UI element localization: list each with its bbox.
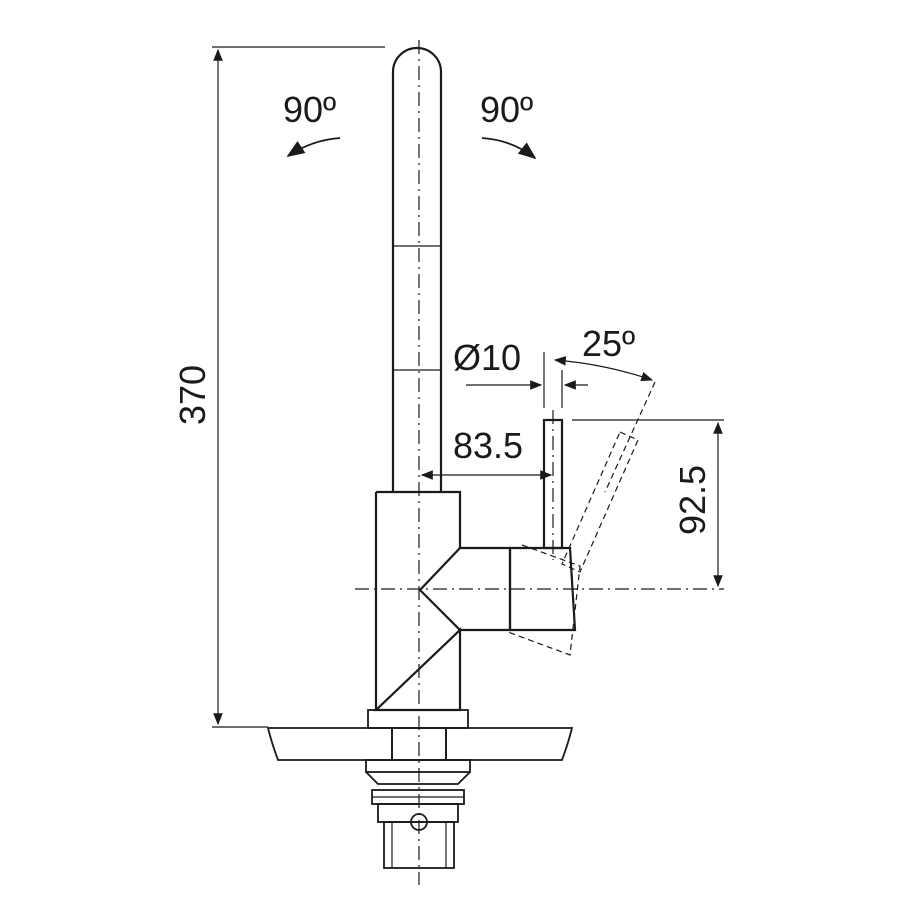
height-dimension: 370 (172, 46, 385, 728)
angle-label: 25º (582, 323, 635, 364)
lever-base (507, 544, 581, 656)
countertop (266, 727, 574, 761)
faucet-body (373, 490, 462, 712)
diameter-label: Ø10 (453, 337, 521, 378)
offset-label: 83.5 (453, 425, 523, 466)
offset-dimension: 83.5 (420, 410, 554, 560)
diameter-dimension: Ø10 (453, 337, 588, 408)
angle-dimension: 25º (553, 323, 654, 382)
swivel-left-indicator: 90º (283, 89, 341, 157)
spout-tube (391, 46, 443, 492)
lever-connector (418, 546, 512, 632)
lever-height-dimension: 92.5 (355, 419, 724, 590)
mounting-shank (365, 727, 471, 869)
swivel-right-indicator: 90º (480, 89, 537, 160)
lever-handle-rotated (561, 381, 656, 573)
lever-height-label: 92.5 (672, 465, 713, 535)
base-flange (367, 709, 469, 729)
swivel-right-label: 90º (480, 89, 533, 130)
swivel-left-label: 90º (283, 89, 336, 130)
height-dimension-label: 370 (172, 365, 213, 425)
